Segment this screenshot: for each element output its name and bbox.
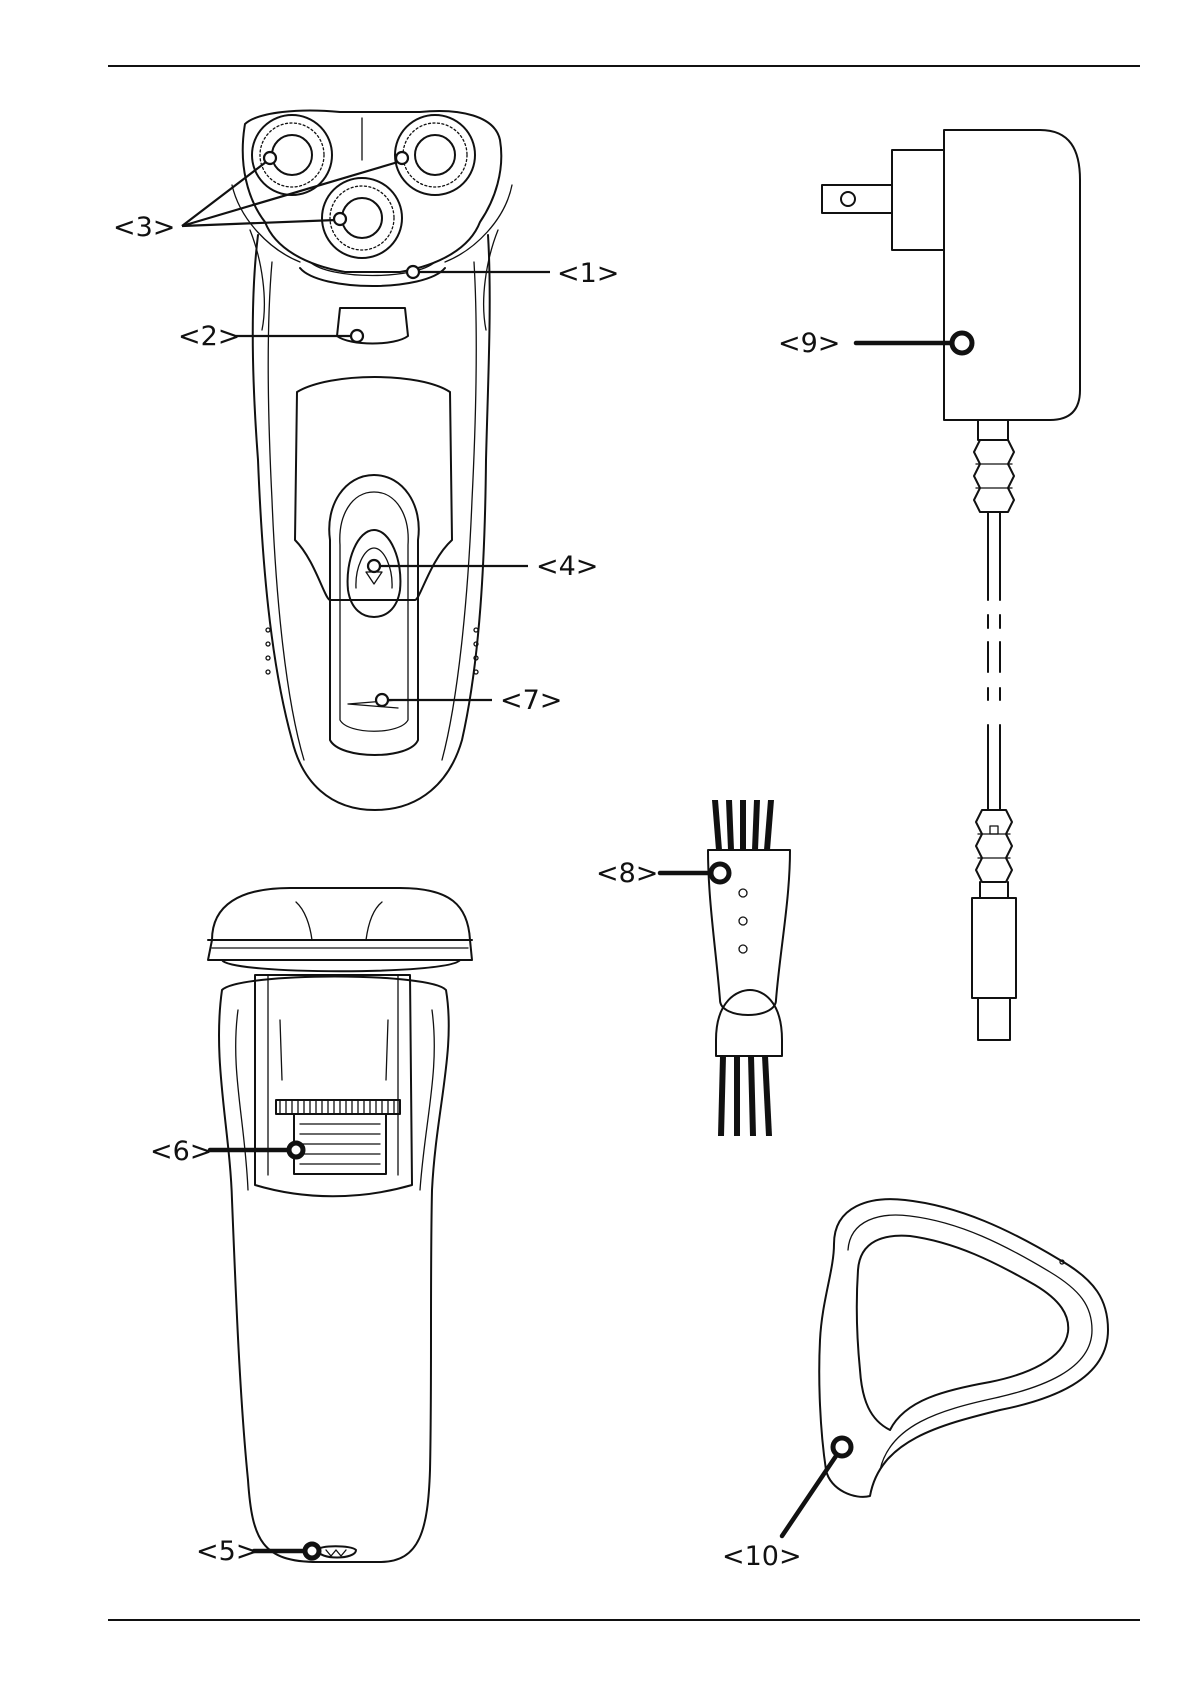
callout-6-label: <6> — [150, 1136, 212, 1167]
callout-10: <10> — [722, 1438, 851, 1572]
callout-2-label: <2> — [178, 321, 240, 352]
callout-8-label: <8> — [596, 858, 658, 889]
callout-7: <7> — [376, 685, 562, 716]
callout-4-label: <4> — [536, 551, 598, 582]
shaver-back-view — [208, 888, 472, 1562]
callout-9: <9> — [778, 328, 972, 359]
callout-1-label: <1> — [557, 258, 619, 289]
shaver-front-view — [232, 111, 512, 811]
power-adapter — [822, 130, 1080, 1040]
callout-5: <5> — [196, 1536, 319, 1567]
callout-2: <2> — [178, 321, 363, 352]
side-dots-left — [266, 628, 270, 674]
callout-9-label: <9> — [778, 328, 840, 359]
cleaning-brush — [708, 800, 790, 1136]
protective-cap — [819, 1199, 1108, 1497]
callout-3-label: <3> — [113, 212, 175, 243]
callout-5-label: <5> — [196, 1536, 258, 1567]
callout-7-label: <7> — [500, 685, 562, 716]
callout-10-label: <10> — [722, 1541, 802, 1572]
